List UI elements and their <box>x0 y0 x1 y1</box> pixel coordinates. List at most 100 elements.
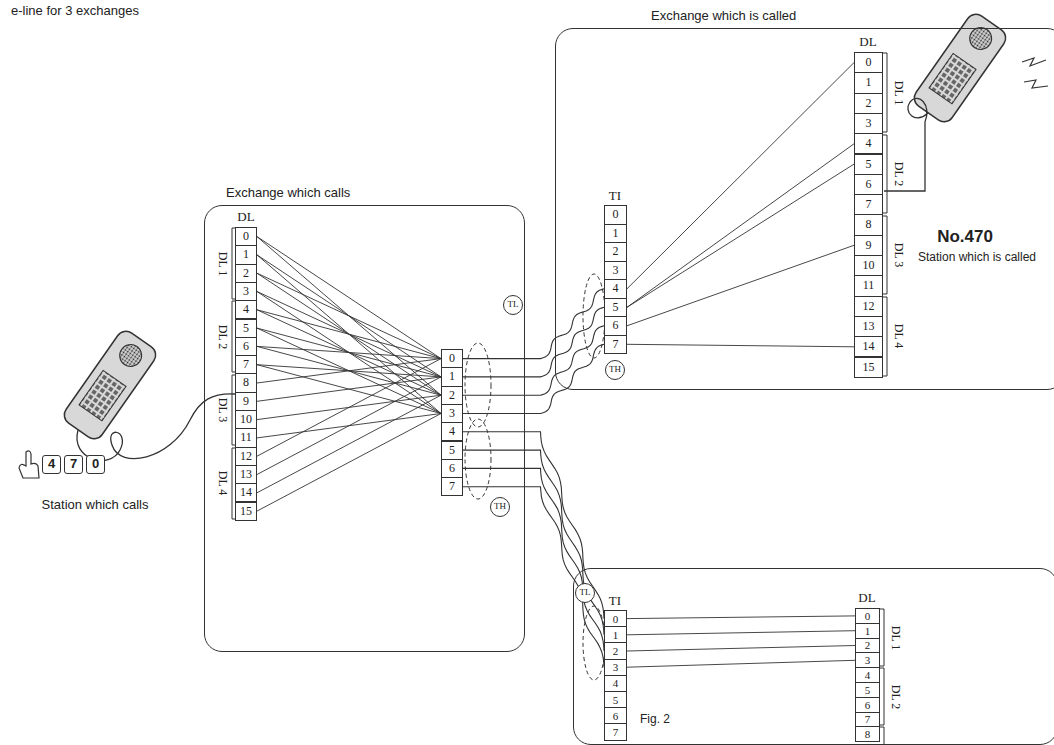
line-cell: 6 <box>855 697 880 713</box>
cell-number: 10 <box>863 259 875 272</box>
cell-number: 0 <box>866 56 872 69</box>
cell-number: 0 <box>449 352 455 365</box>
station-label: Station which calls <box>42 498 149 512</box>
line-cell: 8 <box>235 373 257 392</box>
switch-line <box>257 328 441 413</box>
cell-number: 0 <box>243 230 249 243</box>
key-digit: 4 <box>48 457 55 471</box>
keypad <box>929 53 976 103</box>
line-cell: 4 <box>235 300 257 319</box>
exchange-heading: Exchange which calls <box>226 185 350 200</box>
cell-number: 15 <box>240 505 252 518</box>
line-cell: 5 <box>604 298 627 318</box>
line-cell: 8 <box>854 214 883 235</box>
line-cell: 2 <box>235 264 257 283</box>
cell-number: 3 <box>613 661 619 673</box>
line-cell: 7 <box>235 355 257 374</box>
column-heading: TI <box>609 594 621 608</box>
station-label: Station which is called <box>918 251 1036 264</box>
cell-number: 1 <box>243 248 249 261</box>
trunk-line <box>463 307 604 377</box>
cell-number: 3 <box>243 285 249 298</box>
earpiece <box>115 340 146 371</box>
cell-number: 7 <box>449 480 455 493</box>
bracket <box>880 727 884 744</box>
switch-line <box>257 346 441 395</box>
station-number: No.470 <box>937 228 993 247</box>
cell-number: 4 <box>613 282 619 295</box>
ringing-marks <box>1022 58 1048 88</box>
line-cell: 7 <box>854 194 883 215</box>
key-digit: 0 <box>92 457 99 471</box>
group-label: DL 3 <box>891 243 904 268</box>
cell-number: 4 <box>613 677 619 689</box>
cell-number: 7 <box>243 358 249 371</box>
switch-line <box>627 616 855 619</box>
column-heading: DL <box>237 210 254 224</box>
cell-number: 5 <box>866 158 872 171</box>
column-heading: TI <box>609 189 621 203</box>
line-cell: 5 <box>604 691 627 708</box>
line-cell: 10 <box>235 410 257 429</box>
cell-number: 5 <box>613 301 619 314</box>
cell-number: 13 <box>863 320 875 333</box>
marker-letter: TH <box>609 365 621 375</box>
cell-number: 11 <box>240 431 252 444</box>
switch-line <box>257 292 441 414</box>
column-heading: DL <box>859 35 876 49</box>
switch-line <box>257 359 441 457</box>
marker-letter: TH <box>494 502 506 512</box>
group-label: DL 3 <box>215 398 228 423</box>
line-cell: 3 <box>855 652 880 668</box>
switch-line <box>627 63 854 289</box>
switch-line <box>627 245 854 325</box>
group-label: DL 2 <box>891 162 904 187</box>
line-cell: 14 <box>854 336 883 357</box>
cell-number: 6 <box>613 710 619 722</box>
switch-line <box>257 359 441 383</box>
line-cell: 1 <box>855 623 880 639</box>
line-cell: 7 <box>604 335 627 355</box>
figure-title: e-line for 3 exchanges <box>11 4 139 18</box>
cell-number: 2 <box>866 97 872 110</box>
switch-line <box>257 310 441 395</box>
line-cell: 0 <box>235 227 257 246</box>
cell-number: 2 <box>865 639 871 651</box>
keypad-key: 7 <box>64 455 83 474</box>
group-label: DL 4 <box>215 471 228 496</box>
line-cell: 2 <box>441 386 463 405</box>
line-cell: 5 <box>235 319 257 338</box>
cell-number: 0 <box>865 610 871 622</box>
trunk-line <box>463 344 604 413</box>
line-cell: 13 <box>854 316 883 337</box>
group-label: DL 1 <box>215 251 228 276</box>
line-cell: 2 <box>604 242 627 262</box>
trunk-marker: TH <box>490 497 510 517</box>
cell-number: 2 <box>449 389 455 402</box>
line-cell: 7 <box>604 723 627 740</box>
cell-number: 1 <box>865 625 871 637</box>
line-cell: 0 <box>855 608 880 624</box>
cell-number: 6 <box>866 178 872 191</box>
line-cell: 7 <box>441 477 463 496</box>
switch-line <box>257 255 441 377</box>
switch-line <box>257 328 441 377</box>
trunk-marker: TH <box>605 360 625 380</box>
switch-line <box>627 144 854 307</box>
line-cell: 4 <box>604 675 627 692</box>
switch-line <box>257 395 441 493</box>
switch-line <box>627 646 855 652</box>
cell-number: 3 <box>866 117 872 130</box>
line-cell: 2 <box>855 638 880 654</box>
line-cell: 5 <box>855 682 880 698</box>
cell-number: 6 <box>449 462 455 475</box>
line-cell: 2 <box>604 642 627 659</box>
trunk-group-ring <box>583 606 605 680</box>
trunk-marker: TL <box>575 583 595 603</box>
group-label: DL 2 <box>888 685 901 710</box>
cell-number: 0 <box>613 613 619 625</box>
line-cell: 15 <box>854 357 883 378</box>
line-cell: 11 <box>854 275 883 296</box>
cell-number: 6 <box>865 699 871 711</box>
exchange-box: Exchange which is called0123456701234567… <box>555 28 1054 390</box>
